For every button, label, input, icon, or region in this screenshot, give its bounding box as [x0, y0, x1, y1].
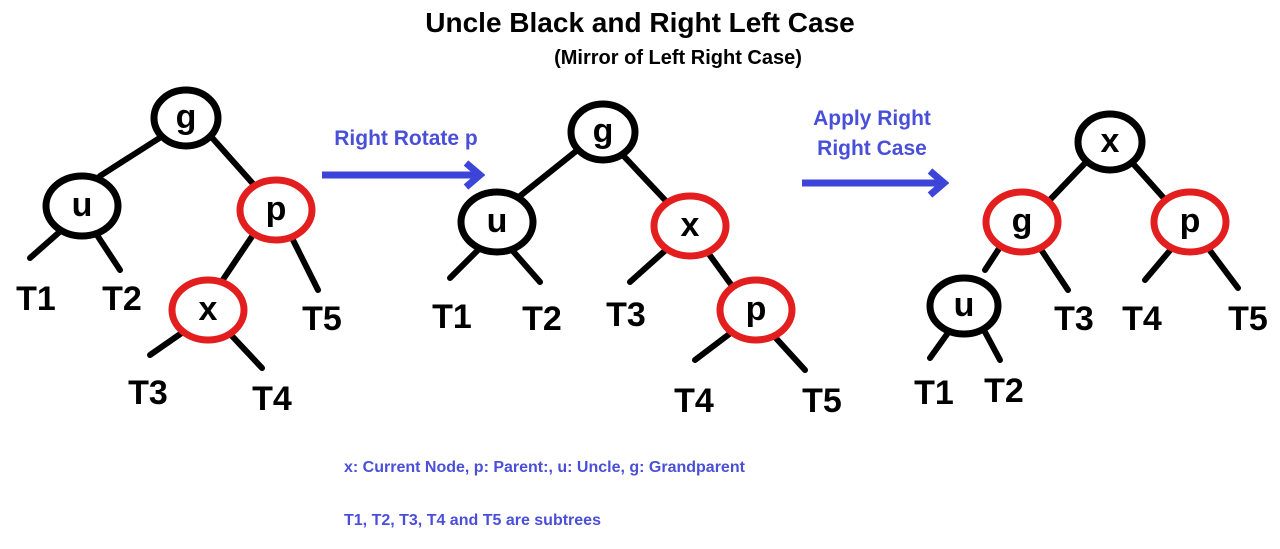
edge-x-T3 [627, 245, 671, 285]
step-label-line2: Right Case [817, 137, 927, 160]
subtree-T4: T4 [1122, 300, 1162, 338]
edge-p-T5 [1205, 245, 1241, 291]
edge-u-T2 [509, 247, 543, 285]
subtree-T4: T4 [674, 382, 714, 420]
subtree-T5: T5 [1228, 300, 1268, 338]
edge-x-T3 [147, 327, 189, 358]
edge-u-T1 [927, 327, 953, 361]
step-label-line1: Apply Right [813, 107, 931, 130]
step-label-right-rotate: Right Rotate p [334, 127, 477, 150]
node-label-u: u [72, 186, 93, 224]
node-u [926, 274, 1002, 338]
node-g [982, 188, 1062, 256]
edge-x-g [1042, 155, 1093, 208]
edge-x-p [1125, 155, 1173, 208]
subtree-T3: T3 [606, 296, 646, 334]
subtree-T5: T5 [302, 300, 342, 338]
edge-u-T2 [982, 329, 1003, 363]
node-x [650, 192, 730, 260]
subtree-T2: T2 [522, 300, 562, 338]
node-p [236, 176, 316, 244]
subtree-T1: T1 [16, 280, 56, 318]
edge-p-T5 [289, 235, 321, 293]
edge-u-T2 [92, 229, 123, 273]
tree-1: g u p x T1 T2 T5 T3 T4 [16, 86, 342, 418]
node-p [716, 276, 796, 344]
diagram-title: Uncle Black and Right Left Case [425, 7, 854, 38]
arrow-right-rotate: Right Rotate p [322, 127, 486, 190]
node-label-p: p [1180, 202, 1201, 240]
tree-2: g u x p T1 T2 T3 T4 T5 [432, 100, 842, 420]
node-g [150, 86, 222, 150]
node-label-p: p [266, 190, 287, 228]
node-label-x: x [1101, 122, 1120, 160]
tree-3: x g p u T3 T4 T5 T1 T2 [914, 110, 1268, 412]
subtree-T2: T2 [984, 372, 1024, 410]
node-g [567, 100, 639, 164]
subtree-T4: T4 [252, 380, 292, 418]
edge-g-p [204, 129, 258, 189]
node-label-g: g [593, 112, 614, 150]
edge-p-T4 [1142, 245, 1175, 283]
legend-line-1: x: Current Node, p: Parent:, u: Uncle, g… [344, 459, 746, 476]
edge-p-x [217, 229, 258, 287]
legend-line-2: T1, T2, T3, T4 and T5 are subtrees [344, 512, 601, 529]
arrow-apply-right-right-case: Apply Right Right Case [802, 107, 950, 198]
node-label-u: u [487, 202, 508, 240]
edge-u-T1 [27, 225, 67, 261]
node-u [42, 172, 122, 240]
node-p [1150, 188, 1230, 256]
edge-g-x [615, 147, 668, 203]
node-label-g: g [176, 98, 197, 136]
node-label-x: x [199, 290, 218, 328]
node-label-x: x [681, 206, 700, 244]
arrow-head [463, 160, 486, 190]
edge-x-T4 [229, 333, 265, 371]
node-x [1074, 110, 1146, 174]
node-label-u: u [954, 286, 975, 324]
node-label-p: p [746, 290, 767, 328]
node-u [457, 188, 537, 256]
subtree-T5: T5 [802, 382, 842, 420]
edge-g-u [517, 145, 583, 199]
edge-x-p [703, 247, 738, 293]
arrow-head [927, 168, 950, 198]
subtree-T1: T1 [914, 374, 954, 412]
edge-p-T4 [692, 329, 735, 363]
edge-p-T5 [771, 333, 808, 373]
subtree-T3: T3 [1054, 300, 1094, 338]
edge-g-T3 [1037, 245, 1071, 293]
diagram-subtitle: (Mirror of Left Right Case) [554, 47, 802, 69]
node-x [168, 276, 248, 344]
subtree-T3: T3 [128, 374, 168, 412]
subtree-T1: T1 [432, 298, 472, 336]
node-label-g: g [1012, 202, 1033, 240]
subtree-T2: T2 [102, 280, 142, 318]
